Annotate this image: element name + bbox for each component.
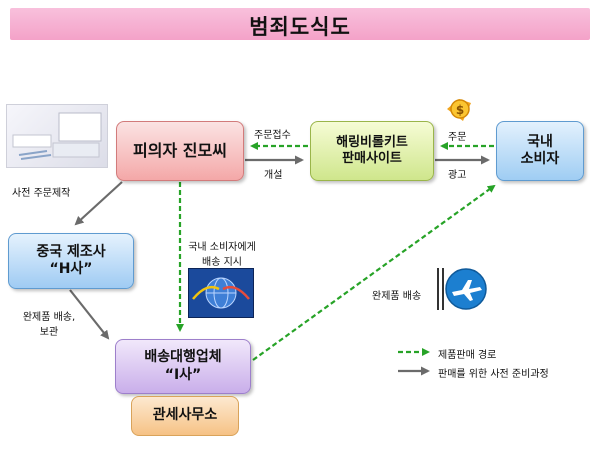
svg-text:$: $ — [456, 103, 464, 117]
label-finished-ship-store-line1: 완제품 배송, — [22, 312, 76, 323]
airplane-icon — [432, 266, 488, 312]
node-customs-label: 관세사무소 — [152, 407, 218, 424]
node-domestic-consumer: 국내 소비자 — [496, 121, 584, 181]
product-kit-photo-icon — [6, 104, 108, 168]
money-bag-icon: $ — [443, 95, 475, 123]
node-customs-office: 관세사무소 — [131, 396, 239, 436]
node-chinese-maker: 중국 제조사 “H사” — [8, 233, 134, 289]
label-open: 개설 — [264, 170, 283, 181]
node-site-line1: 해링비롤키트 — [336, 134, 408, 150]
node-shipping-agent: 배송대행업체 “I사” — [115, 339, 251, 394]
label-ship-instruction-line1: 국내 소비자에게 — [188, 242, 256, 253]
title-banner: 범죄도식도 — [10, 8, 590, 40]
label-finished-delivery: 완제품 배송 — [372, 291, 422, 302]
label-ship-instruction-line2: 배송 지시 — [202, 257, 242, 268]
label-ship-instruction: 국내 소비자에게 배송 지시 — [180, 238, 264, 268]
arrow-suspect-to-maker — [74, 181, 123, 226]
label-ad: 광고 — [448, 170, 467, 181]
node-consumer-line1: 국내 — [527, 133, 553, 150]
label-order: 주문 — [448, 132, 467, 143]
node-suspect-label: 피의자 진모씨 — [133, 141, 227, 160]
node-agent-line1: 배송대행업체 — [144, 349, 222, 365]
arrow-agent-to-consumer — [252, 184, 496, 361]
node-consumer-line2: 소비자 — [520, 151, 560, 167]
globe-shipping-icon — [188, 268, 254, 318]
node-agent-line2: “I사” — [164, 366, 202, 383]
node-suspect: 피의자 진모씨 — [116, 121, 244, 181]
node-site-line2: 판매사이트 — [342, 151, 402, 166]
label-finished-ship-store: 완제품 배송, 보관 — [14, 308, 84, 338]
label-order-receipt: 주문접수 — [254, 130, 291, 141]
legend-sales-route: 제품판매 경로 — [438, 350, 497, 361]
legend-prep-process: 판매를 위한 사전 준비과정 — [438, 369, 549, 380]
diagram-title: 범죄도식도 — [249, 15, 351, 39]
label-finished-ship-store-line2: 보관 — [39, 327, 59, 338]
node-maker-line2: “H사” — [49, 261, 93, 277]
label-pre-order: 사전 주문제작 — [12, 188, 71, 199]
arrow-maker-to-agent — [69, 289, 110, 340]
node-maker-line1: 중국 제조사 — [36, 243, 106, 260]
node-sales-site: 해링비롤키트 판매사이트 — [310, 121, 434, 181]
